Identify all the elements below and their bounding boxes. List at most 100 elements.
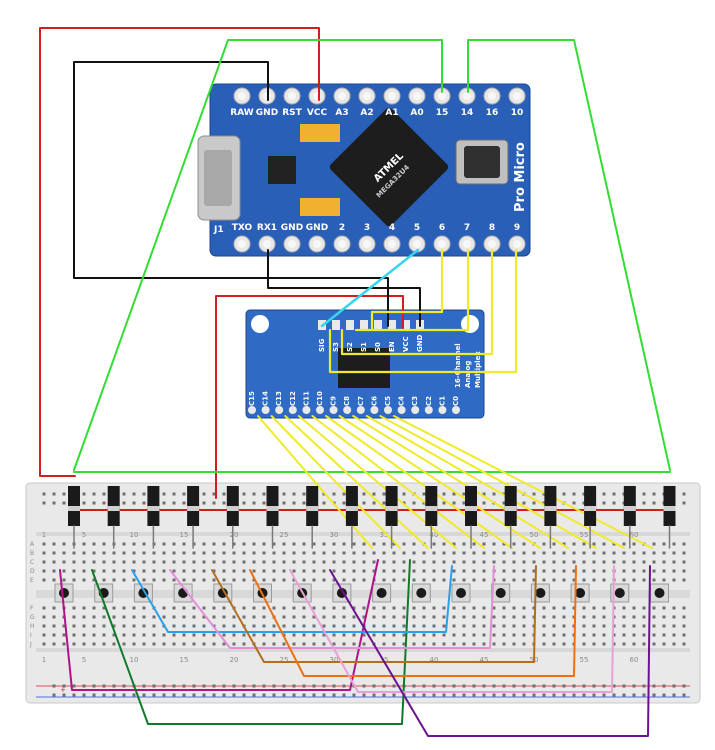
bb-hole <box>402 578 406 582</box>
bb-hole <box>82 624 86 628</box>
bb-hole <box>282 606 286 610</box>
bb-column-number: 60 <box>630 656 639 664</box>
bb-hole <box>282 615 286 619</box>
bb-hole <box>622 684 626 688</box>
bb-hole <box>502 693 506 697</box>
bb-hole <box>352 693 356 697</box>
magenta-wire-1 <box>59 559 379 691</box>
bb-hole <box>352 633 356 637</box>
mux-title-1: 16-Channel <box>454 343 462 388</box>
bb-hole <box>592 569 596 573</box>
bb-hole <box>312 693 316 697</box>
bb-hole <box>92 624 96 628</box>
bb-hole <box>252 492 256 496</box>
bb-hole <box>612 492 616 496</box>
mux-pin-pad <box>402 320 410 330</box>
bb-hole <box>572 501 576 505</box>
bb-hole <box>202 606 206 610</box>
bb-hole <box>62 560 66 564</box>
bb-hole <box>162 551 166 555</box>
bb-hole <box>222 569 226 573</box>
bb-hole <box>222 501 226 505</box>
bb-hole <box>82 542 86 546</box>
bb-hole <box>572 569 576 573</box>
bb-hole <box>592 633 596 637</box>
bb-hole <box>282 560 286 564</box>
bb-hole <box>102 560 106 564</box>
bb-hole <box>222 492 226 496</box>
bb-hole <box>212 551 216 555</box>
bb-hole <box>152 693 156 697</box>
bb-hole <box>472 542 476 546</box>
bb-hole <box>322 642 326 646</box>
push-buttons <box>54 583 669 603</box>
pro-micro-top-pin-label: RST <box>282 108 302 118</box>
bb-hole <box>482 542 486 546</box>
bb-hole <box>332 642 336 646</box>
bb-hole <box>682 551 686 555</box>
mux-bottom-pin-label: C7 <box>357 396 365 406</box>
bb-hole <box>202 501 206 505</box>
bb-hole <box>162 501 166 505</box>
bb-hole <box>682 501 686 505</box>
bb-column-number: 30 <box>330 531 339 539</box>
bb-hole <box>482 569 486 573</box>
bb-hole <box>532 492 536 496</box>
bb-hole <box>312 633 316 637</box>
bb-hole <box>332 693 336 697</box>
bb-hole <box>382 560 386 564</box>
bb-hole <box>82 551 86 555</box>
bb-hole <box>412 615 416 619</box>
bb-hole <box>662 624 666 628</box>
bb-hole <box>502 615 506 619</box>
bb-hole <box>292 606 296 610</box>
yellow-channel-wire <box>325 415 513 549</box>
mux-pin-pad <box>275 406 284 414</box>
bb-hole <box>572 542 576 546</box>
pin-hole-inner <box>463 92 471 100</box>
bb-hole <box>342 492 346 496</box>
bb-hole <box>92 693 96 697</box>
bb-hole <box>112 684 116 688</box>
bb-hole <box>342 642 346 646</box>
pin-hole-inner <box>313 240 321 248</box>
bb-hole <box>462 615 466 619</box>
pro-micro-bottom-pin-label: GND <box>281 223 303 233</box>
bb-hole <box>282 569 286 573</box>
bb-hole <box>142 684 146 688</box>
rail-plus-label: + <box>60 686 66 694</box>
bb-hole <box>672 606 676 610</box>
bb-hole <box>622 615 626 619</box>
bb-column-number: 1 <box>42 531 46 539</box>
bb-hole <box>362 684 366 688</box>
bb-row-letter: G <box>30 614 35 621</box>
bb-hole <box>172 684 176 688</box>
bb-hole <box>302 492 306 496</box>
bb-hole <box>522 606 526 610</box>
bb-hole <box>402 560 406 564</box>
bb-hole <box>202 578 206 582</box>
bb-hole <box>302 693 306 697</box>
bb-hole <box>302 684 306 688</box>
bb-hole <box>562 606 566 610</box>
bb-hole <box>382 492 386 496</box>
bb-hole <box>62 569 66 573</box>
bb-hole <box>532 501 536 505</box>
red-wire-vcc <box>39 27 320 477</box>
bb-hole <box>242 551 246 555</box>
bb-hole <box>382 569 386 573</box>
bb-hole <box>282 492 286 496</box>
bb-hole <box>292 569 296 573</box>
bb-hole <box>652 569 656 573</box>
bb-hole <box>202 492 206 496</box>
bb-hole <box>172 578 176 582</box>
bb-hole <box>412 560 416 564</box>
bb-hole <box>202 560 206 564</box>
bb-column-number: 30 <box>330 656 339 664</box>
bb-hole <box>632 684 636 688</box>
bb-hole <box>102 642 106 646</box>
yellow-channel-wire <box>365 415 597 549</box>
bb-hole <box>122 633 126 637</box>
bb-hole <box>422 615 426 619</box>
